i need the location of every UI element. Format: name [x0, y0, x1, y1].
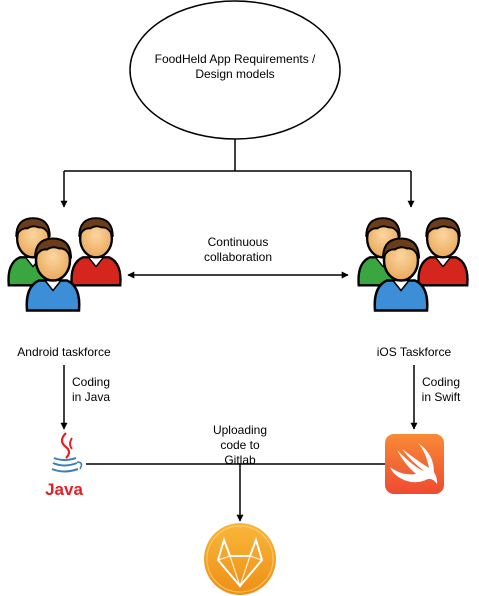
collaboration-label: Continuous collaboration — [178, 235, 298, 265]
coding-swift-line1: Coding — [421, 375, 461, 389]
gitlab-logo-icon — [204, 523, 276, 595]
android-taskforce-group-icon — [7, 216, 122, 312]
requirements-label-line1: FoodHeld App Requirements / — [154, 52, 316, 66]
collaboration-label-line2: collaboration — [203, 250, 273, 264]
requirements-connector — [60, 139, 415, 208]
collaboration-label-line1: Continuous — [207, 235, 269, 249]
ios-taskforce-label: iOS Taskforce — [376, 345, 452, 359]
swift-logo-icon — [385, 434, 444, 494]
ios-taskforce-group-icon — [357, 216, 469, 312]
upload-label-line1: Uploading — [212, 423, 268, 437]
coding-java-line1: Coding — [71, 375, 111, 389]
coding-swift-line2: in Swift — [421, 390, 461, 404]
upload-connector — [86, 463, 385, 522]
upload-label-line3: Gitlab — [224, 453, 256, 467]
java-logo-icon: Java — [45, 432, 83, 499]
requirements-label-line2: Design models — [195, 67, 275, 81]
coding-java-line2: in Java — [71, 390, 111, 404]
coding-java-label: Coding in Java — [66, 375, 116, 405]
requirements-label: FoodHeld App Requirements / Design model… — [135, 52, 335, 82]
coding-swift-label: Coding in Swift — [416, 375, 466, 405]
upload-label-line2: code to — [220, 438, 260, 452]
android-taskforce-label: Android taskforce — [17, 345, 111, 359]
java-wordmark: Java — [45, 480, 83, 499]
upload-label: Uploading code to Gitlab — [200, 423, 280, 468]
